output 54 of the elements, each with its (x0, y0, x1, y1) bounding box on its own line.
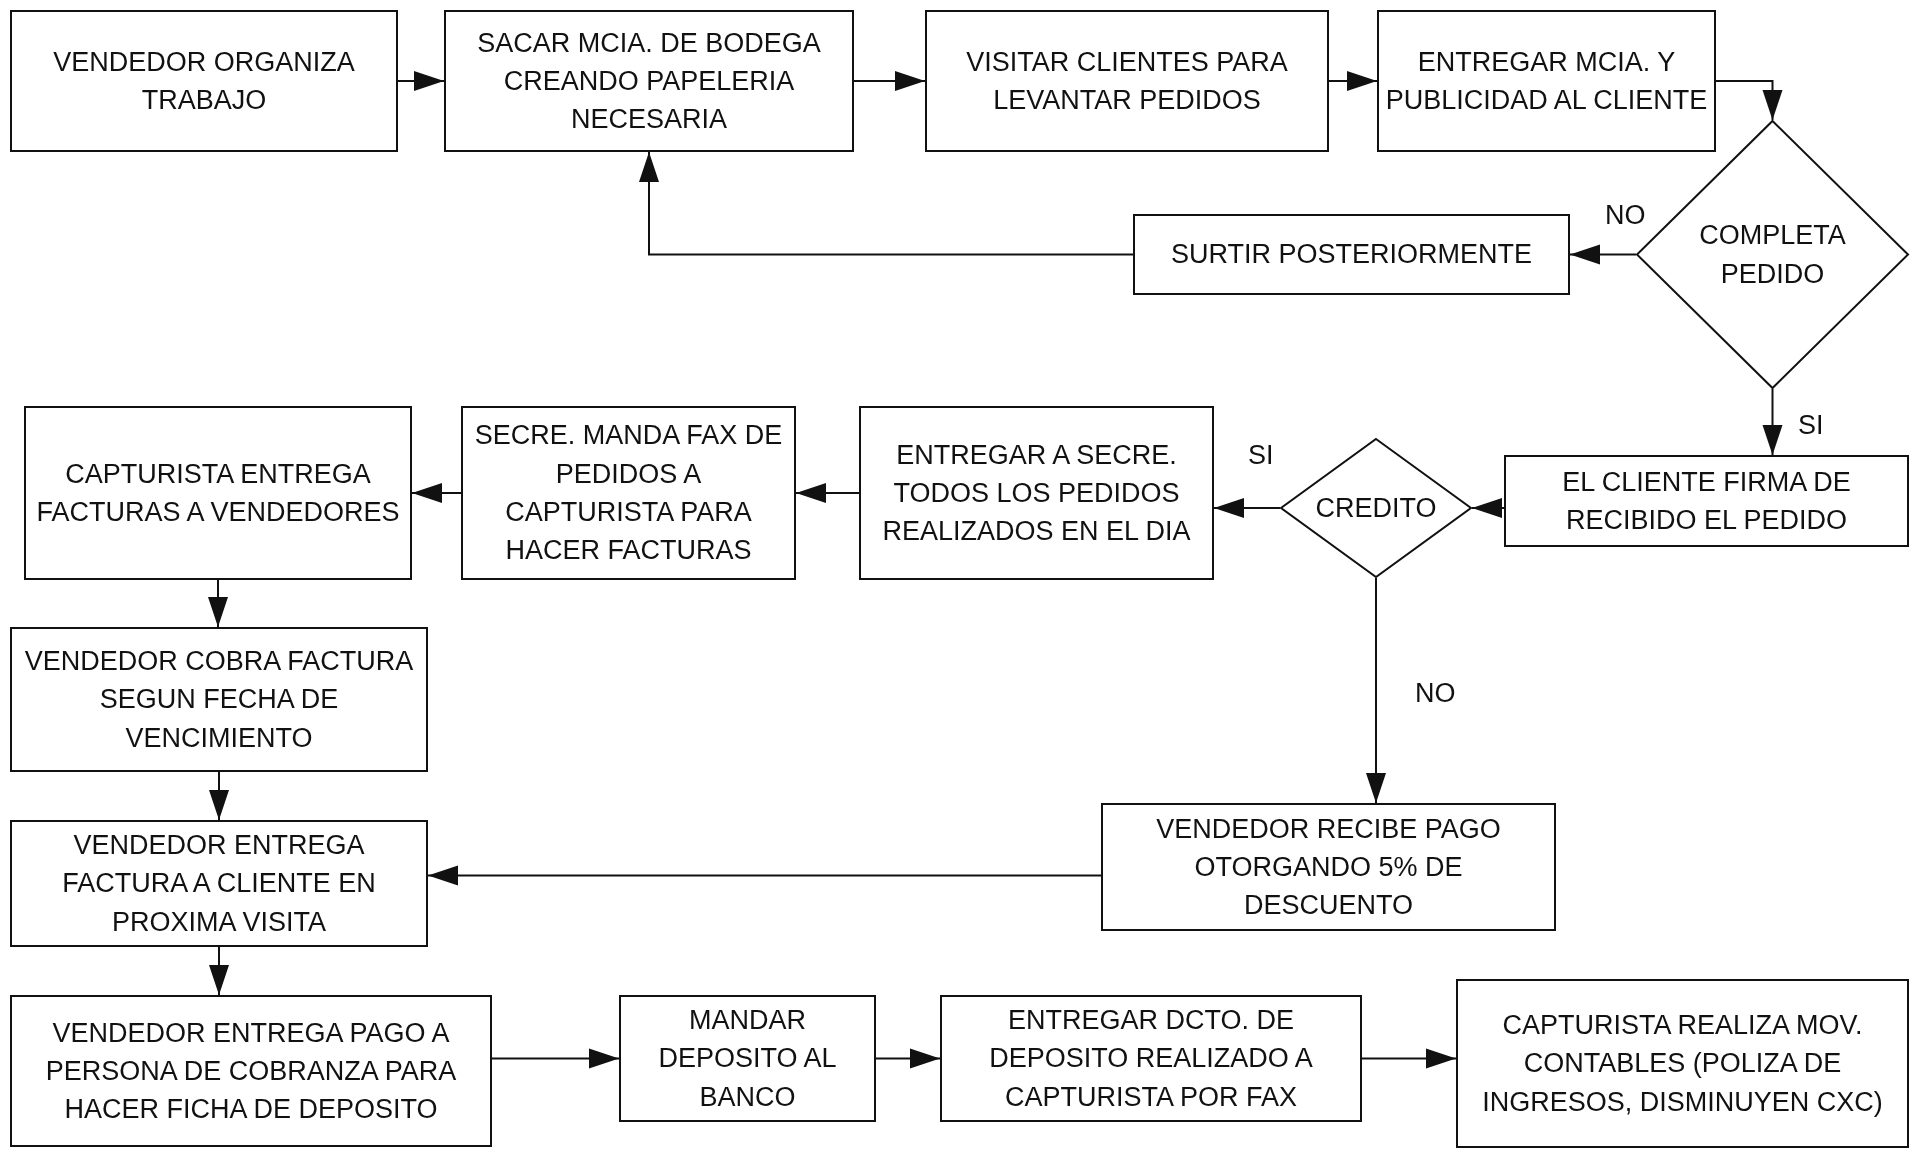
arrow (1361, 1048, 1457, 1069)
arrow (1715, 80, 1783, 121)
arrow (209, 946, 229, 996)
arrow (1366, 577, 1386, 804)
process-box (1456, 979, 1909, 1148)
process-box (461, 406, 796, 580)
arrow (1328, 71, 1378, 91)
process-box (10, 995, 492, 1147)
process-box (859, 406, 1214, 580)
process-text: ENTREGAR DCTO. DE DEPOSITO REALIZADO A CAPTURISTA POR FAX (988, 1004, 1314, 1114)
process-box (1377, 10, 1716, 152)
process-text: SURTIR POSTERIORMENTE (1170, 238, 1532, 272)
arrow (427, 865, 1102, 886)
decision-diamond (1280, 438, 1472, 578)
arrow (639, 151, 1134, 256)
process-text: MANDAR DEPOSITO AL BANCO (657, 1004, 838, 1114)
process-text: ENTREGAR MCIA. Y PUBLICIDAD AL CLIENTE (1385, 45, 1708, 117)
arrow (795, 483, 860, 503)
arrow (411, 483, 462, 503)
arrow (209, 771, 229, 821)
process-box (10, 820, 428, 947)
process-text: VENDEDOR ORGANIZA TRABAJO (52, 45, 356, 117)
process-text: VENDEDOR COBRA FACTURA SEGUN FECHA DE VENCIMIENTO (23, 645, 415, 755)
decision-text: COMPLETA PEDIDO (1698, 219, 1847, 291)
process-box (1101, 803, 1556, 931)
process-text: ENTREGAR A SECRE. TODOS LOS PEDIDOS REALIZADOS EN EL DIA (881, 438, 1192, 549)
process-text: CAPTURISTA REALIZA MOV. CONTABLES (POLIZA DE INGRESOS, DISMINUYEN CXC) (1481, 1009, 1884, 1119)
process-text: SACAR MCIA. DE BODEGA CREANDO PAPELERIA NECESARIA (476, 26, 822, 137)
process-box (940, 995, 1362, 1122)
process-text: VENDEDOR ENTREGA FACTURA A CLIENTE EN PROXIMA VISITA (61, 829, 377, 939)
process-text: VENDEDOR RECIBE PAGO OTORGANDO 5% DE DESCUENTO (1155, 812, 1502, 923)
arrow (1569, 244, 1637, 265)
arrow (853, 71, 926, 91)
process-box (619, 995, 876, 1122)
arrow (1471, 498, 1505, 518)
arrow (875, 1048, 941, 1069)
process-text: CAPTURISTA ENTREGA FACTURAS A VENDEDORES (35, 457, 401, 529)
process-text: VENDEDOR ENTREGA PAGO A PERSONA DE COBRANZA PARA HACER FICHA DE DEPOSITO (44, 1016, 458, 1127)
arrow (1213, 498, 1281, 518)
arrow (397, 71, 445, 91)
process-text: EL CLIENTE FIRMA DE RECIBIDO EL PEDIDO (1561, 465, 1852, 537)
process-box (10, 627, 428, 772)
arrow (1762, 388, 1783, 456)
process-text: VISITAR CLIENTES PARA LEVANTAR PEDIDOS (965, 45, 1289, 117)
process-box (444, 10, 854, 152)
arrow (491, 1048, 620, 1069)
process-text: SECRE. MANDA FAX DE PEDIDOS A CAPTURISTA PARA HACER FACTURAS (473, 419, 784, 568)
process-box (1133, 214, 1570, 295)
decision-text: CREDITO (1315, 491, 1437, 525)
process-box (24, 406, 412, 580)
process-box (925, 10, 1329, 152)
process-box (10, 10, 398, 152)
arrow (208, 579, 228, 628)
process-box (1504, 455, 1909, 547)
